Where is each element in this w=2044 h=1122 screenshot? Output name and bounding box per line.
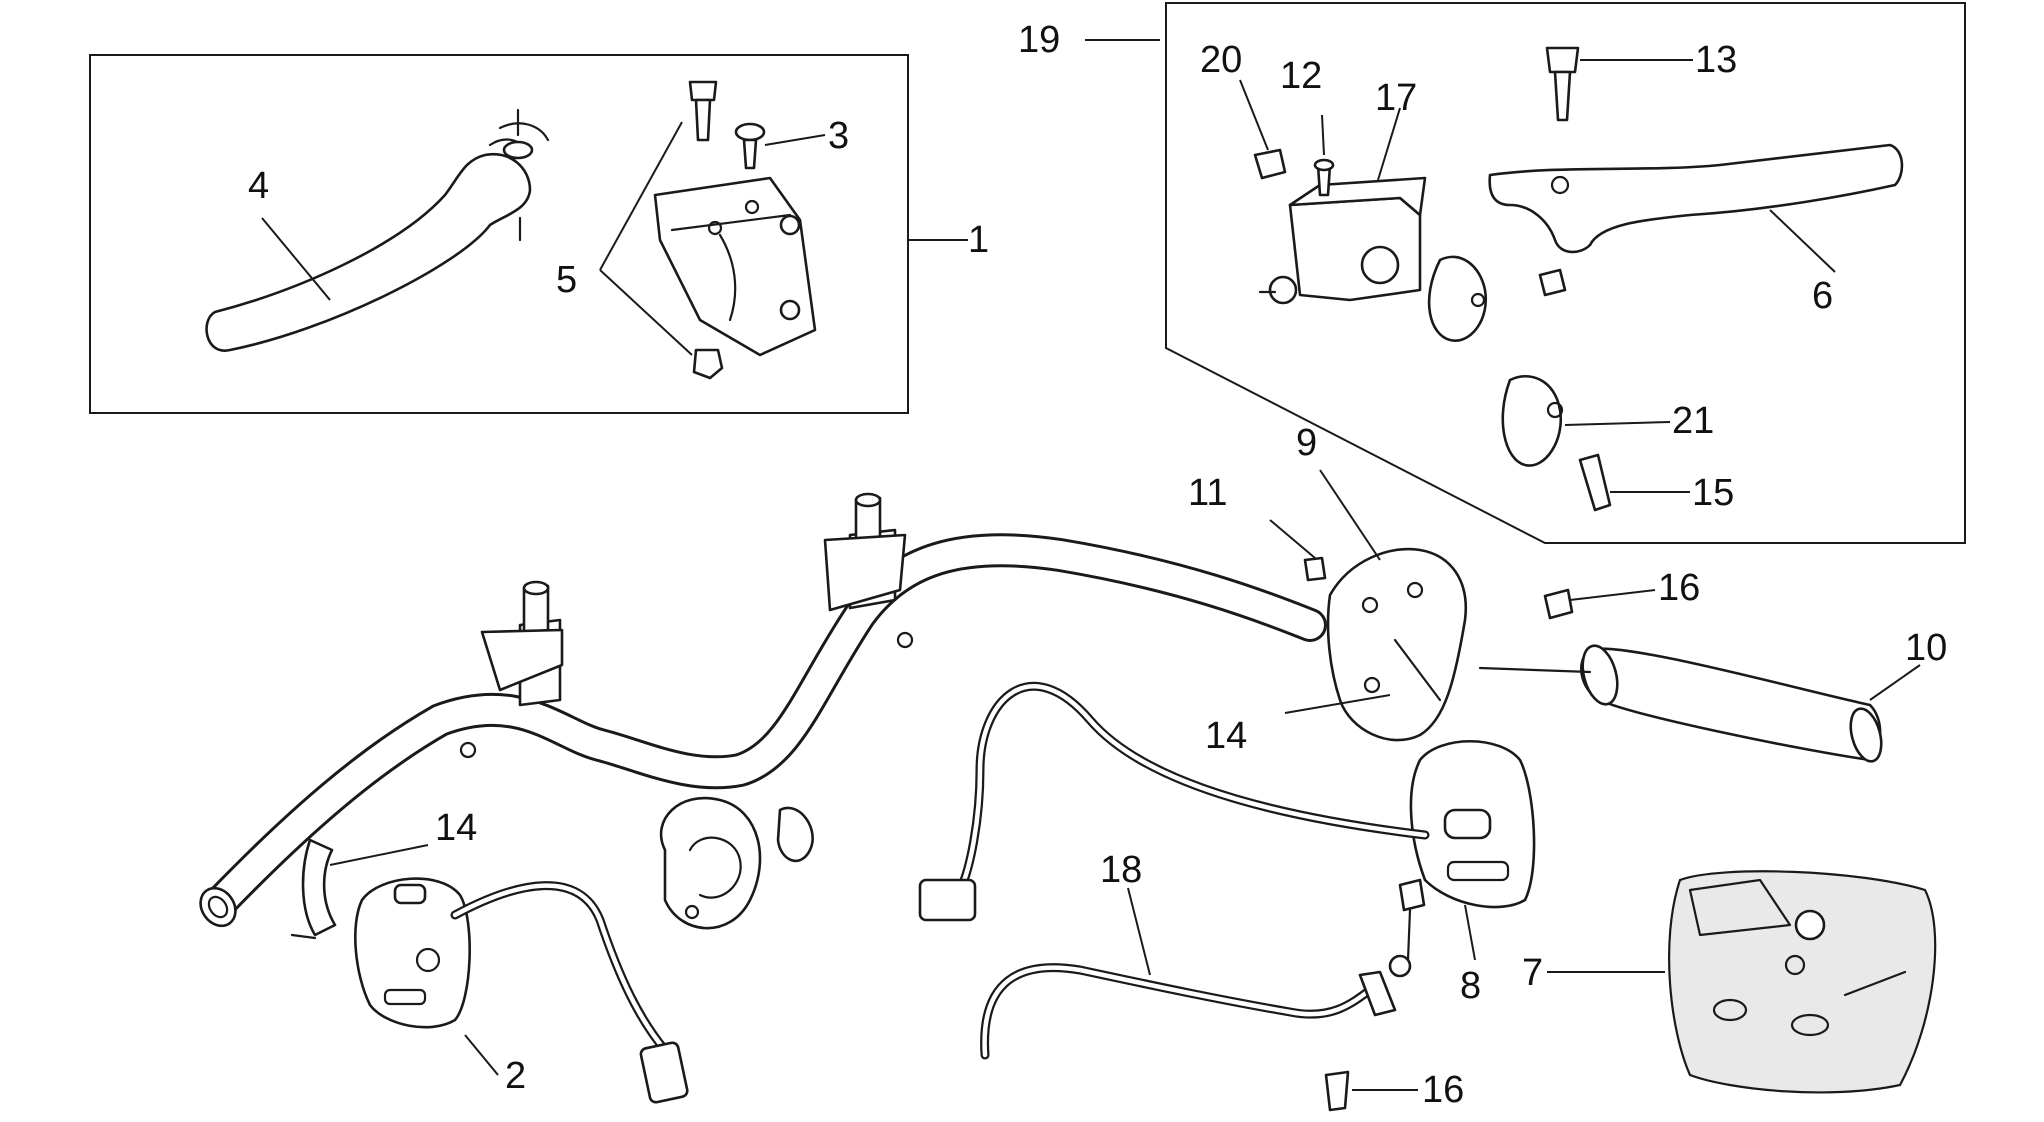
callout-3: 3 <box>828 115 849 157</box>
part-15-screw <box>1578 453 1612 512</box>
callout-10: 10 <box>1905 627 1947 669</box>
part-10-throttle-grip <box>1478 644 1883 763</box>
part-18-brake-hose <box>980 878 1426 1060</box>
callout-9: 9 <box>1296 422 1317 464</box>
part-12-screw <box>1313 158 1335 197</box>
left-lever-group-frame <box>89 54 909 414</box>
callout-16-lower: 16 <box>1422 1069 1464 1111</box>
part-5-nut <box>692 348 724 380</box>
callout-labels: 1 2 3 4 5 6 7 8 9 10 11 12 13 14 14 15 1… <box>248 19 1947 1111</box>
part-3-screw <box>734 122 766 170</box>
switch-cables <box>450 681 1430 1104</box>
part-17-master-cylinder <box>1258 176 1427 305</box>
part-4-clutch-lever <box>205 108 550 352</box>
part-11-screw <box>1303 556 1327 582</box>
callout-21: 21 <box>1672 400 1714 442</box>
callout-16-upper: 16 <box>1658 567 1700 609</box>
callout-11: 11 <box>1188 472 1227 514</box>
part-7-cover <box>1668 870 1937 1094</box>
callout-2: 2 <box>505 1055 526 1097</box>
leader-lines <box>261 39 1921 1091</box>
part-14-left-clamp <box>290 838 337 940</box>
part-6-brake-lever <box>1488 143 1904 297</box>
right-master-cylinder-group-frame <box>1165 2 1966 544</box>
callout-12: 12 <box>1280 55 1322 97</box>
callout-7: 7 <box>1522 952 1543 994</box>
callout-4: 4 <box>248 165 269 207</box>
part-8-right-switch <box>1409 739 1536 909</box>
part-9-right-clamp <box>1326 547 1468 742</box>
callout-8: 8 <box>1460 965 1481 1007</box>
callout-14-upper: 14 <box>1205 715 1247 757</box>
part-20-cap <box>1253 148 1287 180</box>
callout-13: 13 <box>1695 39 1737 81</box>
part-5-lever-bracket <box>653 176 817 357</box>
part-16-lower-screw <box>1324 1070 1350 1112</box>
part-5-screw <box>688 80 718 142</box>
callout-5: 5 <box>556 259 577 301</box>
callout-17: 17 <box>1375 77 1417 119</box>
part-13-pivot-bolt <box>1545 46 1580 122</box>
callout-20: 20 <box>1200 39 1242 81</box>
part-21-clamp <box>1427 255 1564 467</box>
callout-1: 1 <box>968 219 989 261</box>
handlebar <box>199 492 1327 930</box>
callout-15: 15 <box>1692 472 1734 514</box>
part-2-left-switch <box>354 877 471 1029</box>
callout-6: 6 <box>1812 275 1833 317</box>
callout-18: 18 <box>1100 849 1142 891</box>
callout-19: 19 <box>1018 19 1060 61</box>
callout-14-lower: 14 <box>435 807 477 849</box>
part-16-upper-screw <box>1543 588 1574 620</box>
